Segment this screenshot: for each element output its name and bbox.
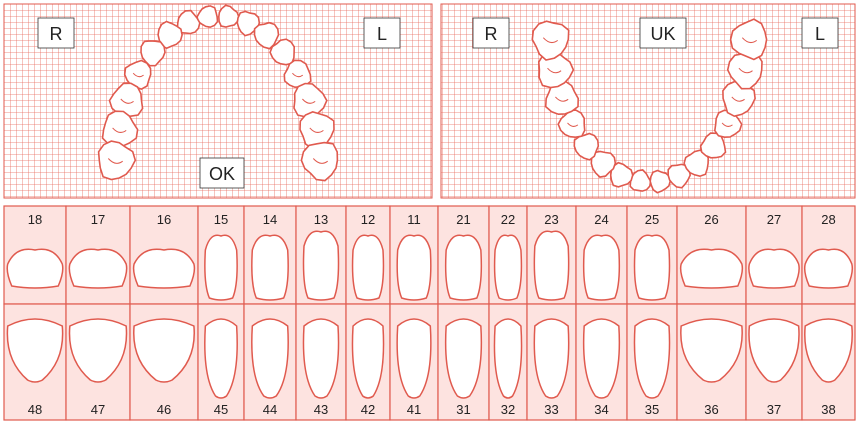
tooth-crown-21 bbox=[446, 235, 482, 300]
tooth-number-43: 43 bbox=[314, 402, 328, 417]
tooth-number-46: 46 bbox=[157, 402, 171, 417]
tooth-crown-18 bbox=[7, 249, 63, 288]
upper-tooth-row: 18 17 16 15 14 13 12 11 21 22 23 24 25 26 27 28 bbox=[4, 206, 855, 304]
tooth-number-47: 47 bbox=[91, 402, 105, 417]
tooth-cell-48[interactable]: 48 bbox=[4, 304, 66, 420]
tooth-number-32: 32 bbox=[501, 402, 515, 417]
tooth-crown-17 bbox=[69, 249, 126, 288]
tooth-cell-35[interactable]: 35 bbox=[627, 304, 677, 420]
tooth-cell-17[interactable]: 17 bbox=[66, 206, 130, 304]
label-upper-right: R bbox=[50, 24, 63, 44]
tooth-number-11: 11 bbox=[407, 212, 421, 227]
tooth-number-36: 36 bbox=[704, 402, 718, 417]
tooth-cell-15[interactable]: 15 bbox=[198, 206, 244, 304]
tooth-cell-45[interactable]: 45 bbox=[198, 304, 244, 420]
label-upper-left: L bbox=[377, 24, 387, 44]
tooth-crown-24 bbox=[584, 235, 620, 300]
tooth-crown-28 bbox=[805, 249, 853, 288]
tooth-number-35: 35 bbox=[645, 402, 659, 417]
tooth-number-27: 27 bbox=[767, 212, 781, 227]
tooth-number-23: 23 bbox=[544, 212, 558, 227]
tooth-cell-44[interactable]: 44 bbox=[244, 304, 296, 420]
tooth-cell-16[interactable]: 16 bbox=[130, 206, 198, 304]
tooth-number-13: 13 bbox=[314, 212, 328, 227]
tooth-cell-27[interactable]: 27 bbox=[746, 206, 802, 304]
tooth-crown-26 bbox=[681, 249, 743, 288]
tooth-number-38: 38 bbox=[821, 402, 835, 417]
tooth-number-18: 18 bbox=[28, 212, 42, 227]
tooth-number-12: 12 bbox=[361, 212, 375, 227]
tooth-number-26: 26 bbox=[704, 212, 718, 227]
tooth-crown-27 bbox=[749, 249, 799, 288]
tooth-crown-12 bbox=[353, 235, 384, 300]
tooth-cell-14[interactable]: 14 bbox=[244, 206, 296, 304]
tooth-cell-22[interactable]: 22 bbox=[489, 206, 527, 304]
tooth-number-37: 37 bbox=[767, 402, 781, 417]
tooth-number-42: 42 bbox=[361, 402, 375, 417]
tooth-number-22: 22 bbox=[501, 212, 515, 227]
lower-tooth-row: 48 47 46 45 44 43 42 41 31 32 33 34 35 36 37 38 bbox=[4, 304, 855, 420]
label-lower-left: L bbox=[815, 24, 825, 44]
occlusal-panel-upper: R L OK bbox=[4, 4, 432, 198]
tooth-number-48: 48 bbox=[28, 402, 42, 417]
tooth-cell-37[interactable]: 37 bbox=[746, 304, 802, 420]
tooth-number-31: 31 bbox=[456, 402, 470, 417]
tooth-cell-11[interactable]: 11 bbox=[390, 206, 438, 304]
tooth-cell-34[interactable]: 34 bbox=[576, 304, 627, 420]
tooth-crown-25 bbox=[635, 235, 670, 300]
tooth-number-28: 28 bbox=[821, 212, 835, 227]
tooth-number-21: 21 bbox=[456, 212, 470, 227]
tooth-cell-24[interactable]: 24 bbox=[576, 206, 627, 304]
tooth-cell-33[interactable]: 33 bbox=[527, 304, 576, 420]
tooth-cell-47[interactable]: 47 bbox=[66, 304, 130, 420]
occlusal-panel-lower: R UK L bbox=[441, 4, 855, 198]
tooth-number-24: 24 bbox=[594, 212, 608, 227]
tooth-crown-23 bbox=[534, 231, 568, 300]
tooth-number-15: 15 bbox=[214, 212, 228, 227]
tooth-number-14: 14 bbox=[263, 212, 277, 227]
tooth-number-41: 41 bbox=[407, 402, 421, 417]
tooth-cell-38[interactable]: 38 bbox=[802, 304, 855, 420]
tooth-cell-32[interactable]: 32 bbox=[489, 304, 527, 420]
tooth-cell-23[interactable]: 23 bbox=[527, 206, 576, 304]
tooth-number-45: 45 bbox=[214, 402, 228, 417]
tooth-cell-46[interactable]: 46 bbox=[130, 304, 198, 420]
tooth-crown-14 bbox=[252, 235, 288, 300]
label-upper-jaw: OK bbox=[209, 164, 235, 184]
tooth-crown-13 bbox=[304, 231, 339, 300]
tooth-cell-31[interactable]: 31 bbox=[438, 304, 489, 420]
tooth-number-34: 34 bbox=[594, 402, 608, 417]
label-lower-right: R bbox=[485, 24, 498, 44]
tooth-cell-43[interactable]: 43 bbox=[296, 304, 346, 420]
tooth-number-44: 44 bbox=[263, 402, 277, 417]
tooth-number-17: 17 bbox=[91, 212, 105, 227]
tooth-cell-25[interactable]: 25 bbox=[627, 206, 677, 304]
tooth-crown-22 bbox=[495, 235, 522, 300]
tooth-cell-41[interactable]: 41 bbox=[390, 304, 438, 420]
tooth-number-16: 16 bbox=[157, 212, 171, 227]
tooth-number-25: 25 bbox=[645, 212, 659, 227]
tooth-cell-36[interactable]: 36 bbox=[677, 304, 746, 420]
tooth-cell-13[interactable]: 13 bbox=[296, 206, 346, 304]
tooth-cell-28[interactable]: 28 bbox=[802, 206, 855, 304]
tooth-cell-18[interactable]: 18 bbox=[4, 206, 66, 304]
tooth-crown-15 bbox=[205, 235, 237, 300]
tooth-crown-16 bbox=[134, 249, 195, 288]
tooth-cell-26[interactable]: 26 bbox=[677, 206, 746, 304]
tooth-crown-32 bbox=[494, 319, 521, 398]
tooth-cell-21[interactable]: 21 bbox=[438, 206, 489, 304]
label-lower-jaw: UK bbox=[650, 24, 675, 44]
tooth-cell-12[interactable]: 12 bbox=[346, 206, 390, 304]
tooth-number-33: 33 bbox=[544, 402, 558, 417]
tooth-cell-42[interactable]: 42 bbox=[346, 304, 390, 420]
tooth-crown-11 bbox=[397, 235, 431, 300]
